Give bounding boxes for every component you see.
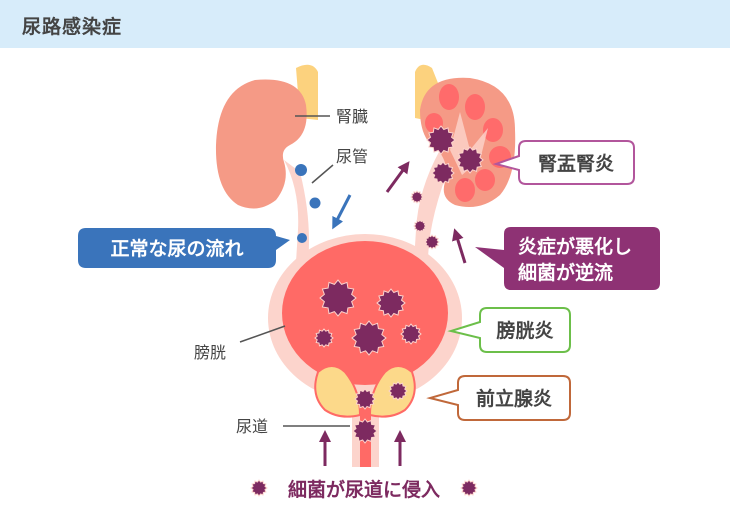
left-kidney bbox=[215, 64, 321, 262]
normal-flow-callout: 正常な尿の流れ bbox=[78, 228, 290, 268]
cystitis-callout: 膀胱炎 bbox=[447, 307, 571, 353]
reflux-arrow-icon bbox=[452, 228, 467, 264]
bladder-label: 膀胱 bbox=[194, 343, 226, 362]
flow-down-arrow-icon bbox=[332, 194, 352, 230]
bacteria-icon bbox=[426, 125, 456, 155]
cystitis-text: 膀胱炎 bbox=[495, 319, 553, 342]
left-ureter bbox=[284, 160, 309, 262]
reflux-text-line1: 炎症が悪化し bbox=[518, 235, 632, 258]
bacteria-icon bbox=[250, 479, 268, 497]
bacteria-icon bbox=[431, 161, 455, 185]
prostatitis-text: 前立腺炎 bbox=[476, 387, 552, 410]
reflux-arrow-icon bbox=[385, 161, 410, 193]
bacteria-icon bbox=[424, 234, 440, 250]
bacteria-icon bbox=[413, 219, 427, 233]
bacteria-icon bbox=[388, 381, 408, 401]
kidney-label: 腎臓 bbox=[336, 107, 368, 126]
page-title: 尿路感染症 bbox=[22, 16, 123, 38]
urine-drop bbox=[297, 233, 307, 243]
ureter-label: 尿管 bbox=[336, 147, 368, 166]
bacteria-icon bbox=[319, 279, 357, 317]
bacteria-icon bbox=[376, 288, 406, 318]
reflux-text-line2: 細菌が逆流 bbox=[518, 261, 613, 284]
bacteria-icon bbox=[400, 323, 422, 345]
bacteria-icon bbox=[460, 479, 478, 497]
bacteria-icon bbox=[456, 146, 484, 174]
urine-drop bbox=[309, 197, 321, 209]
bladder bbox=[268, 234, 462, 402]
normal-flow-text: 正常な尿の流れ bbox=[110, 237, 243, 260]
reflux-callout: 炎症が悪化し 細菌が逆流 bbox=[475, 227, 660, 290]
urine-drop bbox=[295, 164, 307, 176]
pyelonephritis-callout: 腎盂腎炎 bbox=[492, 140, 635, 185]
pyelonephritis-text: 腎盂腎炎 bbox=[538, 153, 614, 175]
bacteria-entry-text: 細菌が尿道に侵入 bbox=[288, 478, 440, 501]
urethra-label: 尿道 bbox=[236, 417, 268, 436]
bacteria-icon bbox=[354, 388, 376, 410]
bacteria-icon bbox=[352, 418, 378, 444]
bacteria-icon bbox=[351, 320, 387, 356]
header-bar: 尿路感染症 bbox=[0, 0, 730, 48]
bacteria-icon bbox=[314, 328, 334, 348]
bacteria-icon bbox=[410, 190, 424, 204]
prostatitis-callout: 前立腺炎 bbox=[426, 375, 571, 421]
